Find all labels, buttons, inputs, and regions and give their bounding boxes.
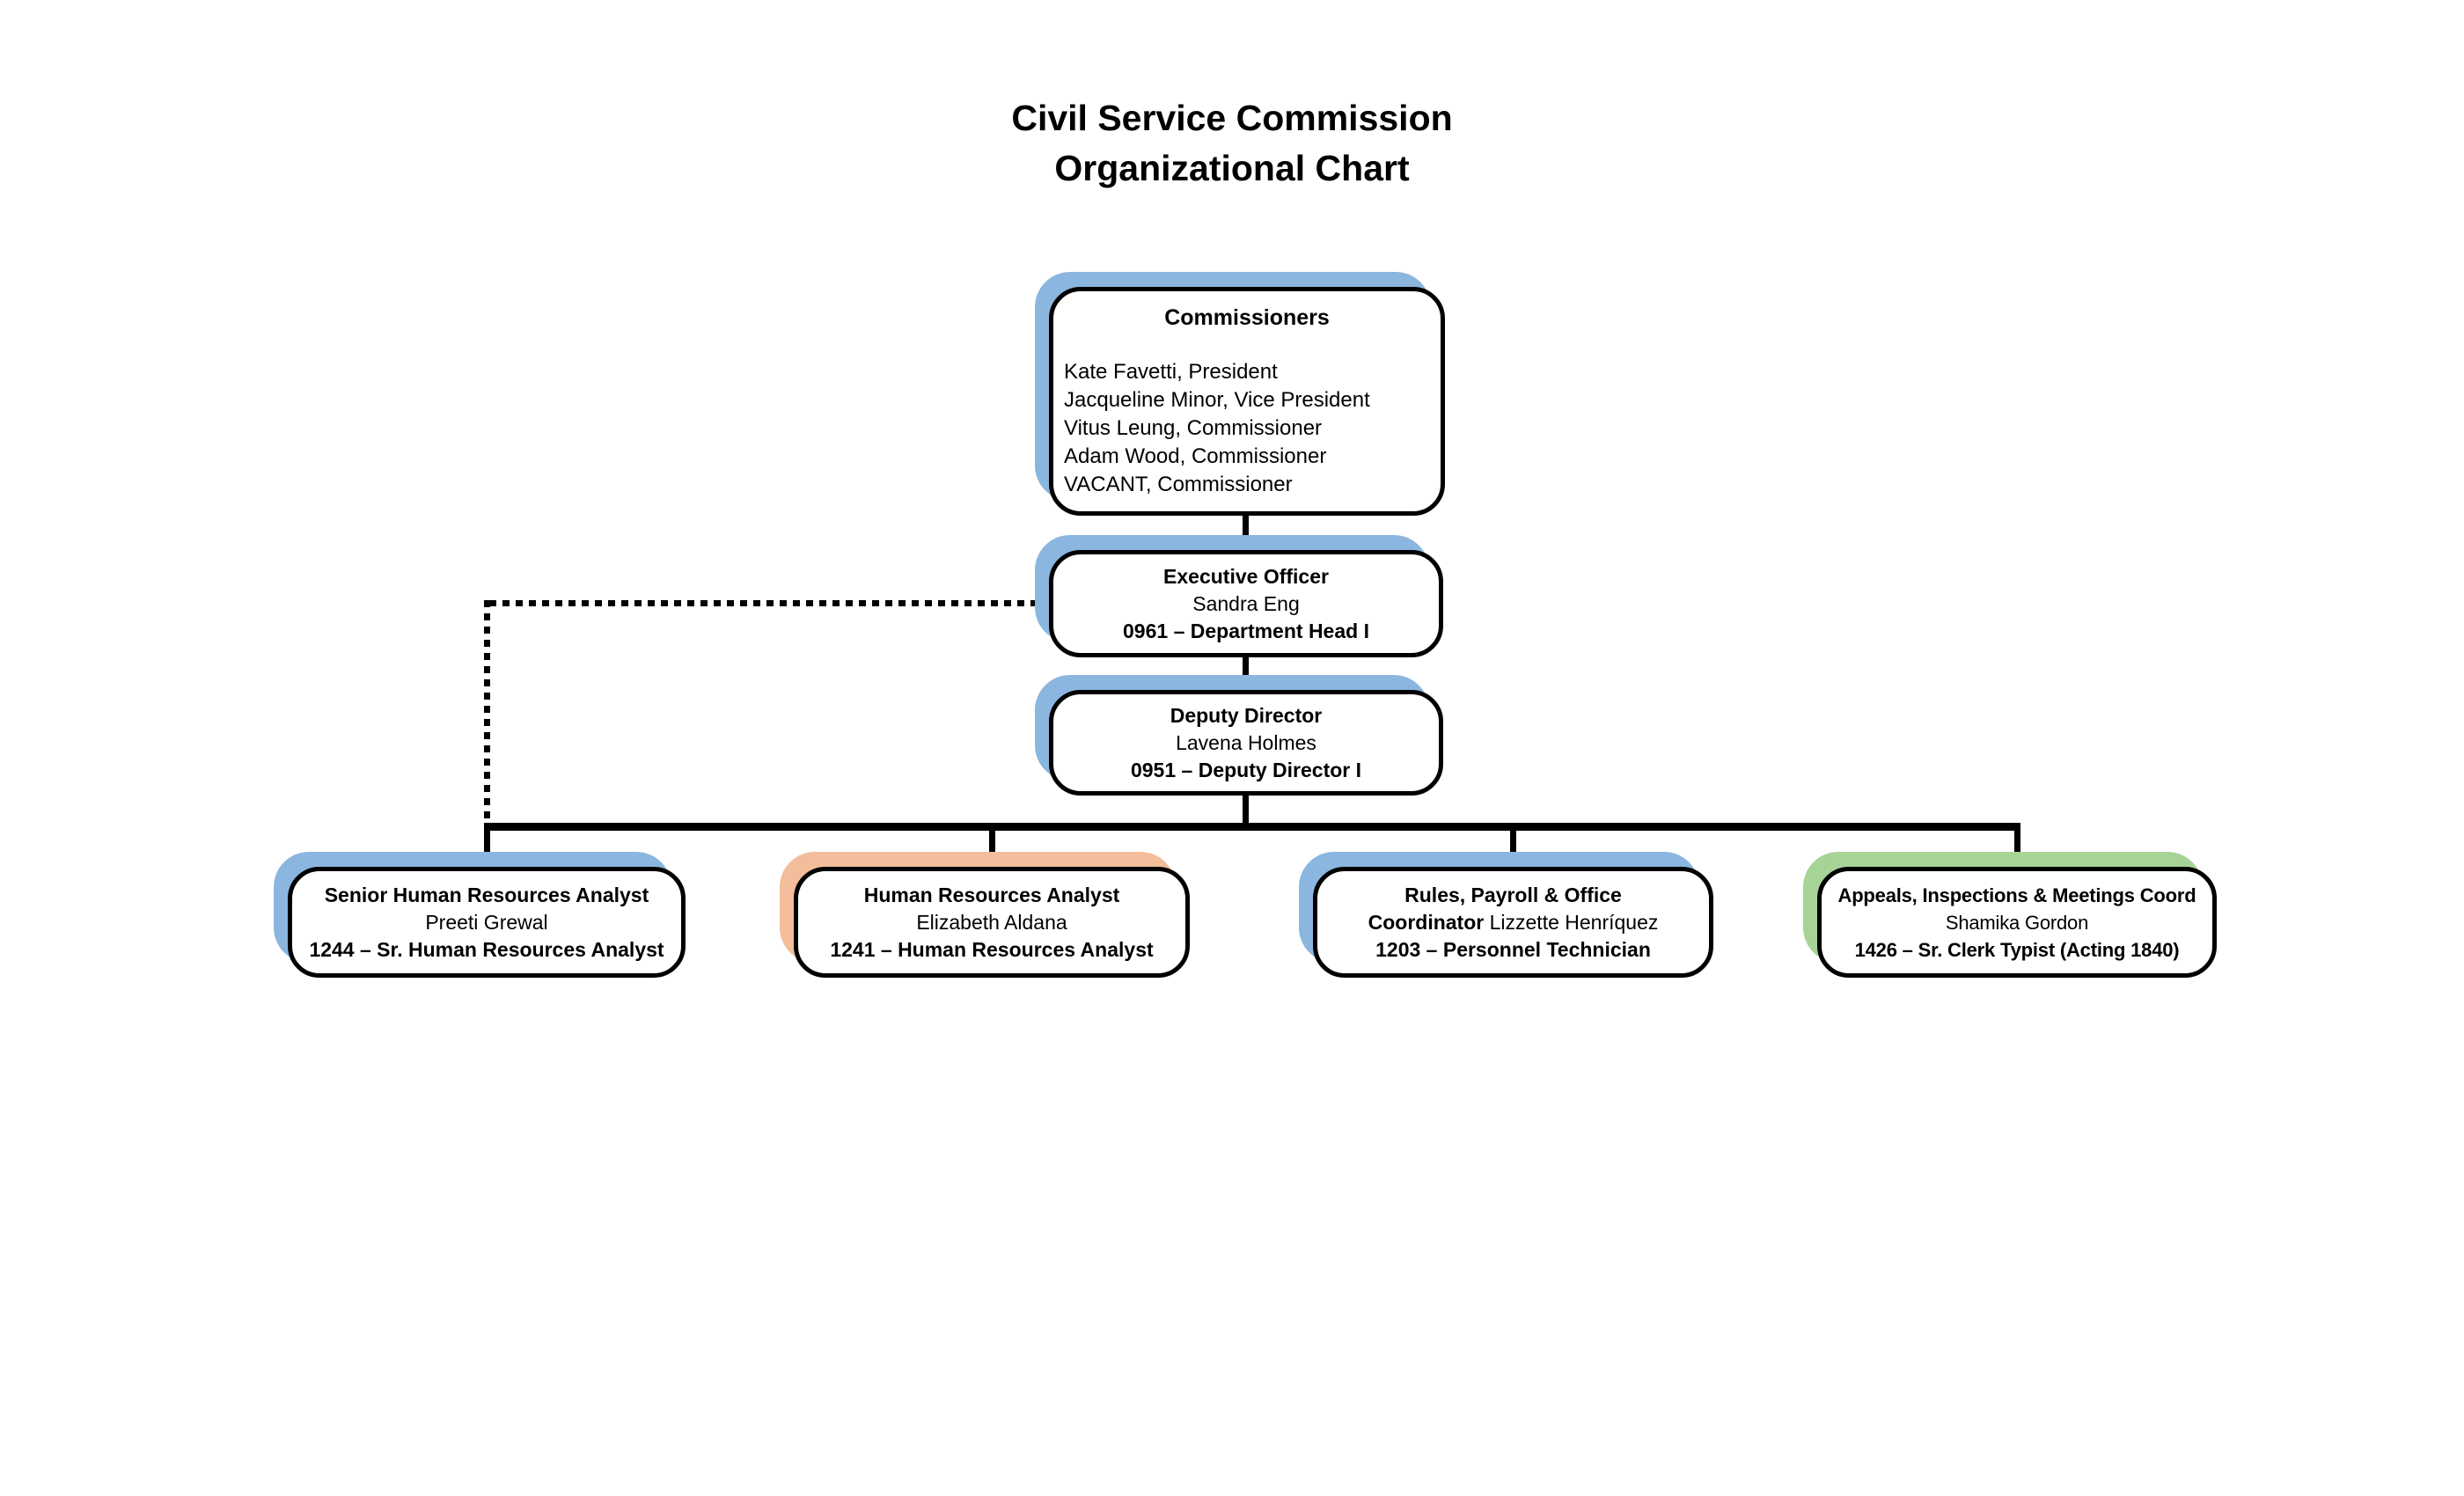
hr-analyst-box: Human Resources Analyst Elizabeth Aldana… <box>794 867 1190 978</box>
connector-riser-rules-payroll <box>1510 830 1516 869</box>
job-code: 1241 – Human Resources Analyst <box>830 937 1154 961</box>
commissioners-spacer <box>1064 332 1430 358</box>
role-title-line1: Rules, Payroll & Office <box>1404 883 1622 906</box>
connector-riser-senior-hr-analyst <box>484 830 490 869</box>
job-code: 1244 – Sr. Human Resources Analyst <box>309 937 664 961</box>
connector-deputy-downstem <box>1243 795 1249 825</box>
role-title: Senior Human Resources Analyst <box>324 883 649 906</box>
job-code: 0951 – Deputy Director I <box>1130 758 1362 781</box>
connector-riser-hr-analyst <box>989 830 995 869</box>
person-name: Shamika Gordon <box>1945 911 2089 934</box>
connector-executive-deputy <box>1243 656 1249 692</box>
person-name: Lizzette Henríquez <box>1489 910 1659 934</box>
deputy-director-box: Deputy Director Lavena Holmes 0951 – Dep… <box>1049 690 1443 796</box>
job-code: 1426 – Sr. Clerk Typist (Acting 1840) <box>1854 938 2180 961</box>
role-title-line2: Coordinator <box>1368 910 1485 934</box>
commissioner-member: Kate Favetti, President <box>1064 360 1278 384</box>
appeals-coord-box: Appeals, Inspections & Meetings Coord Sh… <box>1817 867 2217 978</box>
connector-commissioners-executive <box>1243 516 1249 552</box>
commissioners-box: Commissioners Kate Favetti, President Ja… <box>1049 287 1445 516</box>
commissioner-member: Jacqueline Minor, Vice President <box>1064 388 1370 412</box>
role-title: Deputy Director <box>1170 703 1323 727</box>
role-title: Human Resources Analyst <box>863 883 1120 906</box>
commissioner-member: Vitus Leung, Commissioner <box>1064 416 1323 440</box>
rules-payroll-box: Rules, Payroll & Office Coordinator Lizz… <box>1313 867 1713 978</box>
executive-officer-box: Executive Officer Sandra Eng 0961 – Depa… <box>1049 550 1443 657</box>
connector-riser-appeals-coord <box>2014 830 2020 869</box>
commissioner-member: VACANT, Commissioner <box>1064 473 1293 496</box>
person-name: Sandra Eng <box>1192 591 1300 615</box>
page-title-line1: Civil Service Commission <box>1011 98 1453 138</box>
page-title-line2: Organizational Chart <box>1054 148 1410 188</box>
page-title: Civil Service Commission Organizational … <box>0 93 2464 194</box>
dotted-connector-horizontal <box>489 600 1051 606</box>
commissioners-heading: Commissioners <box>1164 305 1330 330</box>
commissioner-member: Adam Wood, Commissioner <box>1064 444 1327 468</box>
connector-horizontal-bus <box>484 823 2020 831</box>
person-name: Elizabeth Aldana <box>916 910 1067 934</box>
person-name: Lavena Holmes <box>1176 730 1316 754</box>
role-title-line2-and-name: Coordinator Lizzette Henríquez <box>1368 909 1659 936</box>
dotted-connector-vertical <box>484 600 490 825</box>
person-name: Preeti Grewal <box>425 910 548 934</box>
job-code: 0961 – Department Head I <box>1123 619 1369 642</box>
role-title: Executive Officer <box>1163 564 1329 588</box>
role-title: Appeals, Inspections & Meetings Coord <box>1837 884 2196 906</box>
job-code: 1203 – Personnel Technician <box>1375 937 1651 961</box>
senior-hr-analyst-box: Senior Human Resources Analyst Preeti Gr… <box>288 867 686 978</box>
